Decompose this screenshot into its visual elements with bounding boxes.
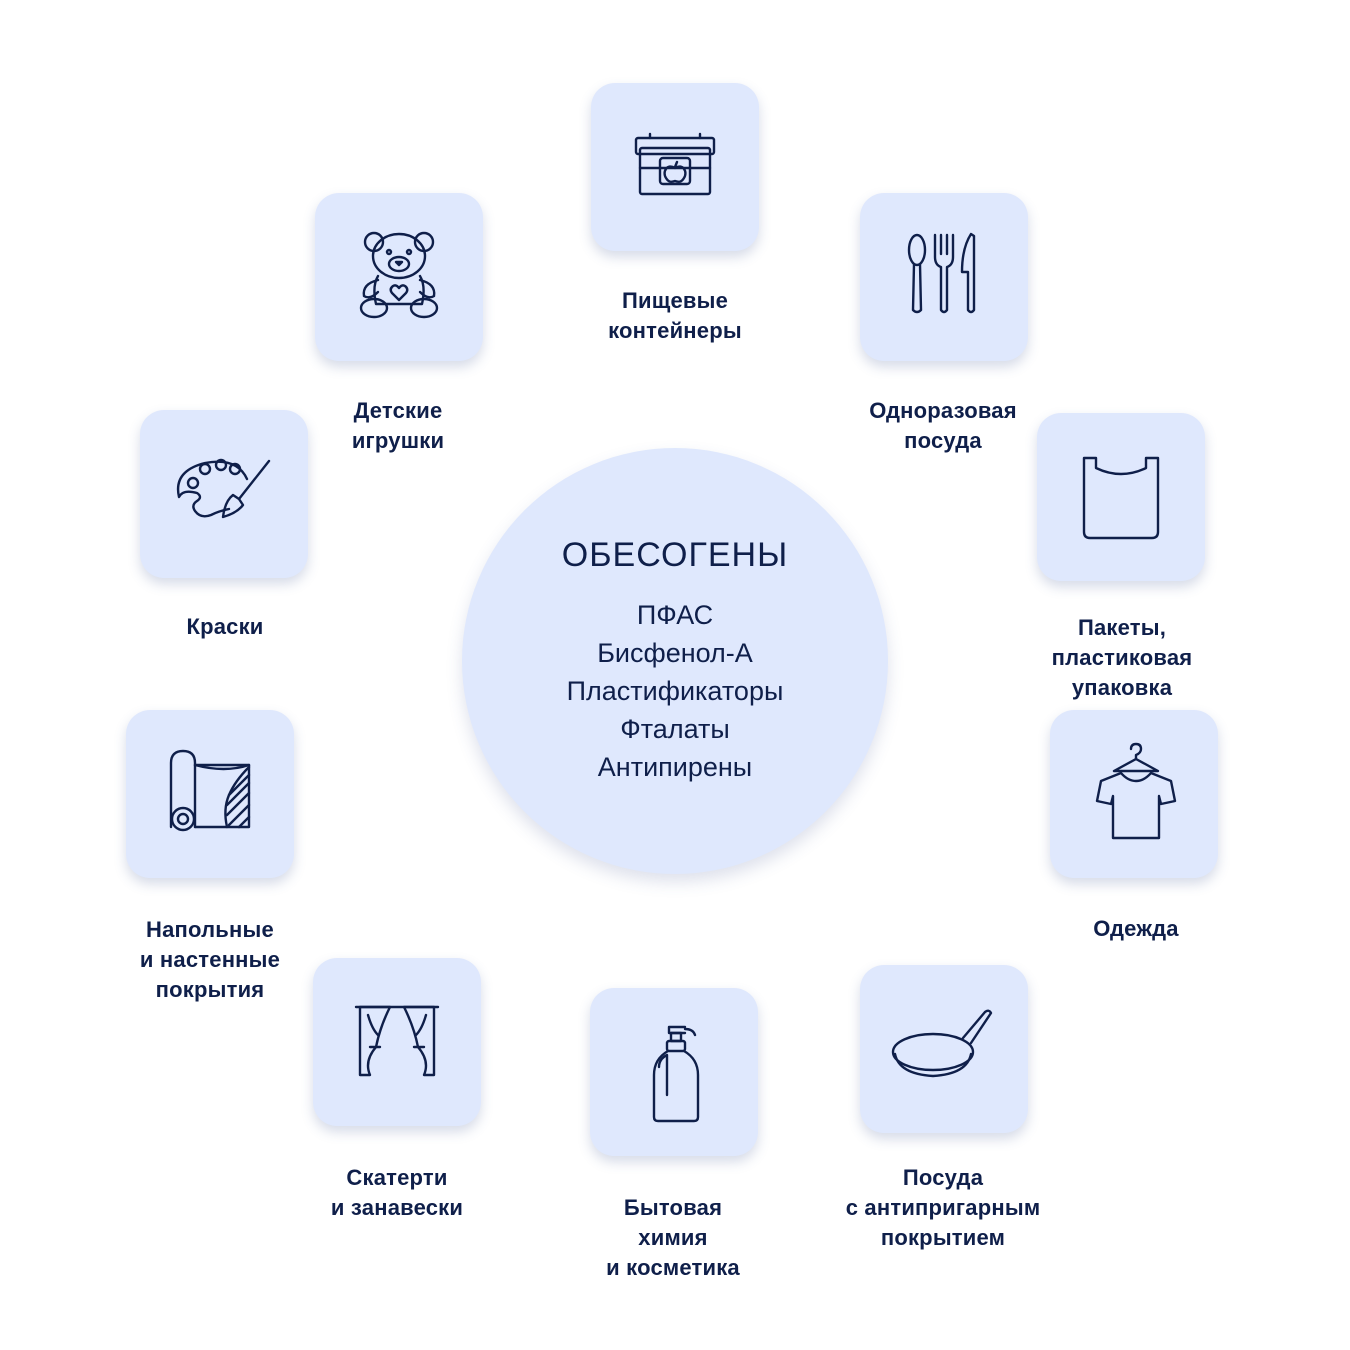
label-plastic-bags: Пакеты, пластиковая упаковка	[1051, 615, 1193, 700]
label-food-containers: Пищевые контейнеры	[608, 288, 742, 343]
center-title: ОБЕСОГЕНЫ	[561, 536, 789, 574]
tile-household-chemicals	[590, 988, 758, 1156]
center-circle: ОБЕСОГЕНЫ ПФАС Бисфенол-А Пластификаторы…	[462, 448, 888, 874]
label-clothes: Одежда	[1093, 916, 1179, 941]
obesogen-item: Фталаты	[620, 714, 730, 744]
label-childrens-toys: Детские игрушки	[351, 398, 445, 453]
tile-clothes	[1050, 710, 1218, 878]
obesogen-item: Пластификаторы	[566, 676, 784, 706]
food-container-icon	[620, 110, 730, 225]
tile-disposable-tableware	[860, 193, 1028, 361]
tile-floor-wall-coverings	[126, 710, 294, 878]
cutlery-icon	[889, 220, 999, 335]
obesogen-item: ПФАС	[636, 600, 714, 630]
obesogen-list: ПФАС Бисфенол-А Пластификаторы Фталаты А…	[462, 596, 888, 786]
label-nonstick-cookware: Посуда с антипригарным покрытием	[845, 1165, 1041, 1250]
frying-pan-icon	[889, 992, 999, 1107]
tshirt-hanger-icon	[1079, 737, 1189, 852]
paint-palette-icon	[169, 437, 279, 552]
teddy-bear-icon	[344, 220, 454, 335]
tile-plastic-bags	[1037, 413, 1205, 581]
label-floor-wall-coverings: Напольные и настенные покрытия	[139, 917, 281, 1002]
tile-childrens-toys	[315, 193, 483, 361]
plastic-bag-icon	[1066, 440, 1176, 555]
spray-bottle-icon	[619, 1015, 729, 1130]
tile-food-containers	[591, 83, 759, 251]
obesogen-item: Бисфенол-А	[597, 638, 753, 668]
tile-nonstick-cookware	[860, 965, 1028, 1133]
tile-paints	[140, 410, 308, 578]
curtains-icon	[342, 985, 452, 1100]
label-curtains: Скатерти и занавески	[330, 1165, 464, 1220]
tile-curtains	[313, 958, 481, 1126]
label-paints: Краски	[186, 614, 264, 639]
label-household-chemicals: Бытовая химия и косметика	[606, 1195, 740, 1280]
obesogen-item: Антипирены	[597, 752, 753, 782]
label-disposable-tableware: Одноразовая посуда	[869, 398, 1017, 453]
wallpaper-roll-icon	[155, 737, 265, 852]
